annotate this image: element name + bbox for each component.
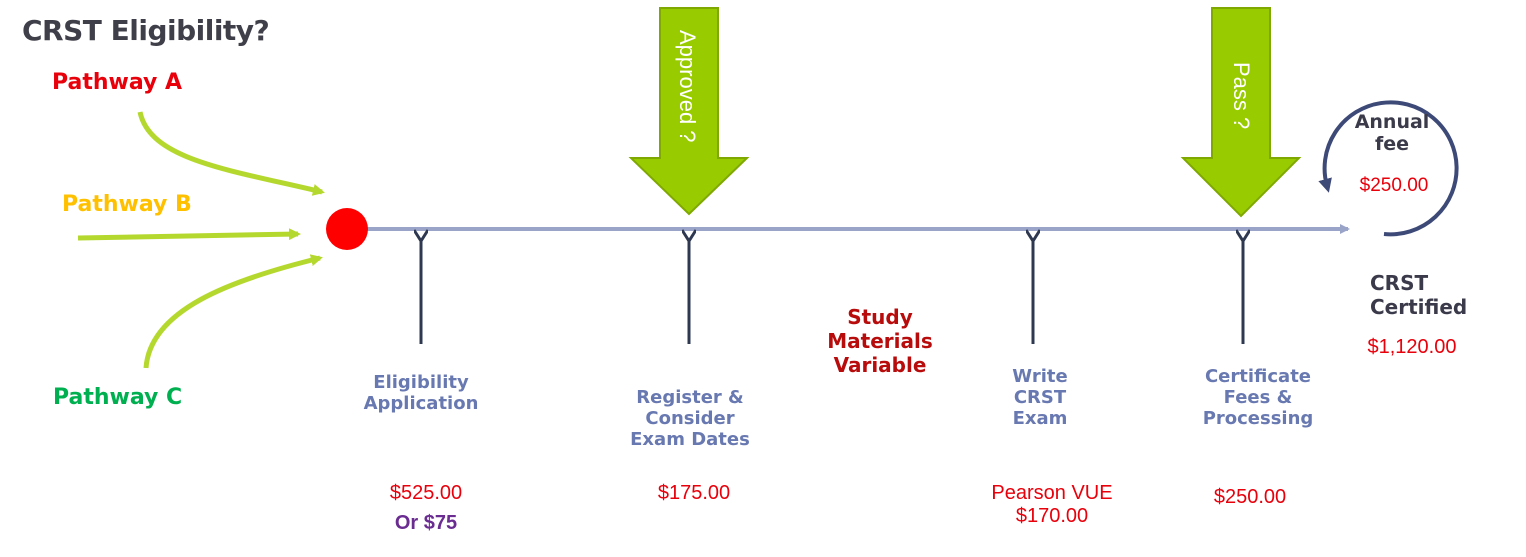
annual-fee-price: $250.00 (1359, 175, 1429, 196)
crst-total-price: $1,120.00 (1367, 336, 1457, 358)
pathway-b-arrow (77, 228, 301, 241)
exam-price: Pearson VUE $170.00 (991, 482, 1113, 527)
eligibility-alt-price: Or $75 (394, 512, 458, 534)
certificate-price: $250.00 (1213, 486, 1287, 508)
pass-gate-arrow (1180, 7, 1302, 218)
pass-gate-label: Pass ? (1229, 62, 1254, 130)
pathway-a-arrow (137, 111, 325, 196)
step-exam-label: Write CRST Exam (1012, 366, 1068, 429)
start-dot (326, 208, 368, 250)
study-materials-note: Study Materials Variable (827, 305, 933, 377)
pathway-c-arrow (143, 254, 323, 369)
approved-gate-arrow (628, 7, 750, 216)
pathway-b-label: Pathway B (62, 192, 192, 217)
step-register-label: Register & Consider Exam Dates (630, 387, 750, 450)
pathway-c-label: Pathway C (53, 385, 183, 410)
approved-gate-label: Approved ? (675, 30, 700, 143)
pathway-a-label: Pathway A (52, 70, 183, 95)
step-eligibility-label: Eligibility Application (363, 372, 479, 414)
annual-fee-label: Annual fee (1354, 111, 1430, 155)
annual-cycle-arrow (1318, 100, 1459, 237)
page-title: CRST Eligibility? (22, 14, 270, 47)
register-price: $175.00 (657, 482, 731, 504)
eligibility-price: $525.00 (389, 482, 463, 504)
step-certificate-label: Certificate Fees & Processing (1202, 366, 1314, 429)
crst-certified-label: CRST Certified (1370, 271, 1468, 319)
